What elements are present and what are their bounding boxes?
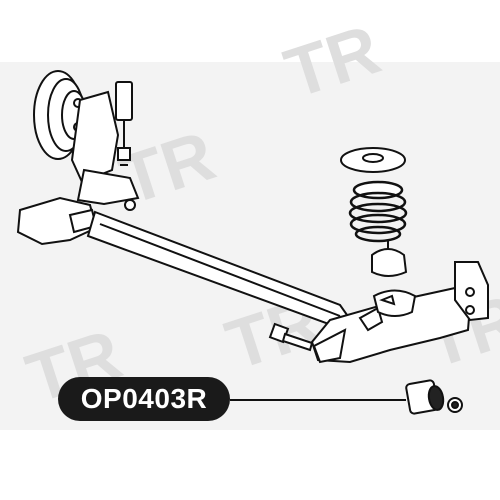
trailing-arm-right: [310, 261, 489, 364]
trailing-arm-left: [16, 90, 140, 246]
coil-spring: [348, 180, 408, 243]
bushing-icon: [405, 379, 463, 415]
spring-pad: [340, 147, 406, 173]
shock-absorber: [115, 81, 133, 166]
bolt: [268, 322, 314, 352]
part-number-label: OP0403R: [80, 383, 208, 414]
bump-stop: [371, 240, 417, 317]
part-number-badge: OP0403R: [58, 377, 230, 421]
svg-text:TR: TR: [276, 10, 389, 113]
